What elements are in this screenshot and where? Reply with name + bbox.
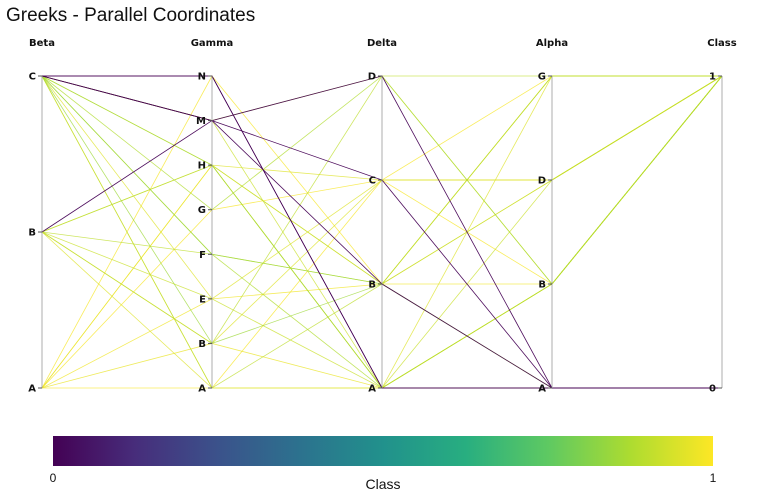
tick-label-class-1: 1 <box>709 72 716 83</box>
chart-title: Greeks - Parallel Coordinates <box>6 5 256 26</box>
tick-label-gamma-m: M <box>196 116 206 127</box>
tick-label-gamma-f: F <box>199 250 206 261</box>
tick-label-delta-b: B <box>368 280 376 291</box>
colorbar-title: Class <box>365 476 400 492</box>
axis-title-gamma[interactable]: Gamma <box>191 38 234 49</box>
tick-label-gamma-g: G <box>198 205 206 216</box>
axis-title-alpha[interactable]: Alpha <box>536 38 568 49</box>
tick-label-gamma-a: A <box>198 384 206 395</box>
colorbar-gradient <box>53 436 713 466</box>
tick-label-delta-a: A <box>368 384 376 395</box>
colorbar-max-label: 1 <box>710 471 717 485</box>
tick-label-alpha-a: A <box>538 384 546 395</box>
tick-label-gamma-b: B <box>198 339 206 350</box>
axis-title-beta[interactable]: Beta <box>29 38 55 49</box>
tick-label-beta-b: B <box>28 228 36 239</box>
axis-title-class[interactable]: Class <box>707 38 736 49</box>
tick-label-alpha-g: G <box>538 72 546 83</box>
tick-label-gamma-e: E <box>199 294 206 305</box>
tick-label-beta-c: C <box>29 72 36 83</box>
axis-title-delta[interactable]: Delta <box>367 38 397 49</box>
tick-label-class-0: 0 <box>709 384 716 395</box>
tick-label-alpha-d: D <box>538 176 546 187</box>
tick-label-beta-a: A <box>28 384 36 395</box>
tick-label-gamma-n: N <box>198 72 206 83</box>
tick-label-delta-d: D <box>368 72 376 83</box>
colorbar: 0 1 Class <box>50 436 717 492</box>
colorbar-min-label: 0 <box>50 471 57 485</box>
tick-label-gamma-h: H <box>198 161 206 172</box>
tick-label-delta-c: C <box>369 176 376 187</box>
tick-label-alpha-b: B <box>538 280 546 291</box>
